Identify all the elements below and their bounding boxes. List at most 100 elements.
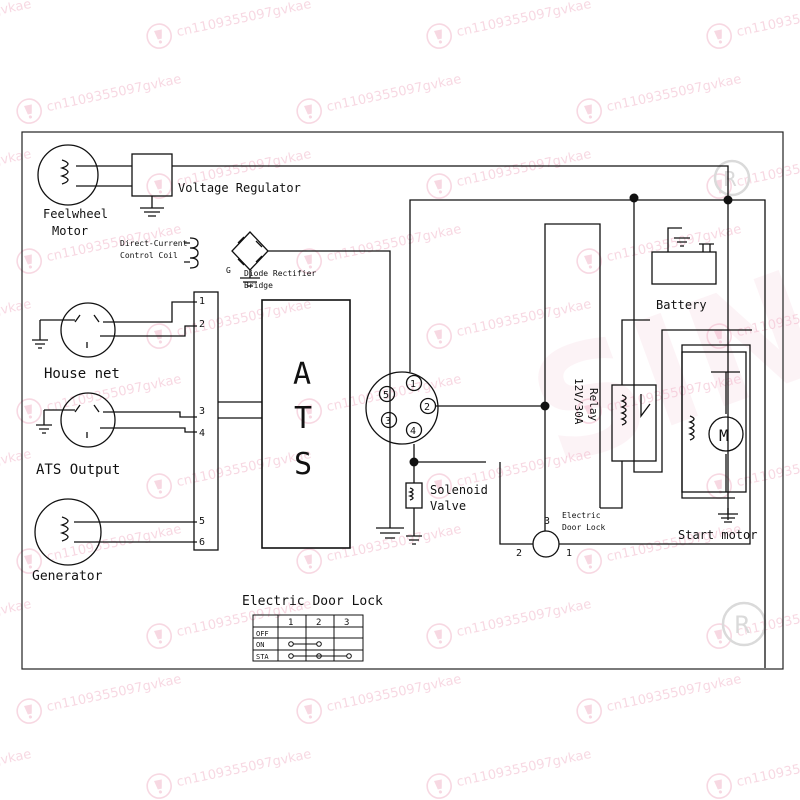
- watermark-item: cn1109355097gvkae: [0, 747, 33, 790]
- watermark-badge-icon: [704, 621, 735, 652]
- battery-symbol: [651, 227, 717, 285]
- watermark-item: cn1109355097gvkae: [14, 672, 183, 727]
- watermark-item: cn1109355097gvkae: [294, 222, 463, 277]
- lock-table-row: STA: [256, 653, 269, 661]
- start-motor-symbol: [681, 351, 747, 523]
- watermark-item: cn1109355097gvkae: [14, 522, 183, 577]
- watermark-text: cn1109355097gvkae: [455, 147, 592, 190]
- solenoid-valve-symbol: [405, 482, 423, 509]
- watermark-text: cn1109355097gvkae: [45, 522, 182, 565]
- ats-letter-a: A: [293, 357, 311, 392]
- ats-output-outlet-symbol: [60, 392, 116, 448]
- watermark-badge-icon: [424, 171, 455, 202]
- watermark-text: cn1109355097gvkae: [45, 672, 182, 715]
- electric-door-lock-symbol: [532, 530, 560, 558]
- watermark-text: cn1109355097gvkae: [0, 297, 33, 340]
- connector-pin-number: 3: [385, 416, 391, 427]
- diagram-frame: [21, 131, 784, 670]
- watermark-item: cn1109355097gvkae: [0, 447, 33, 490]
- dc-control-coil-label-2: Control Coil: [120, 251, 178, 260]
- watermark-badge-icon: [424, 321, 455, 352]
- watermark-text: cn1109355097gvkae: [0, 747, 33, 790]
- door-lock-pin-number: 2: [516, 548, 522, 559]
- diode-rectifier-bridge-symbol: [231, 231, 269, 271]
- watermark-badge-icon: [574, 546, 605, 577]
- watermark-item: cn1109355097gvkae: [294, 672, 463, 727]
- lock-table: [252, 614, 364, 662]
- watermark-item: cn1109355097gvkae: [704, 0, 800, 52]
- watermark-badge-icon: [704, 471, 735, 502]
- watermark-item: cn1109355097gvkae: [294, 72, 463, 127]
- watermark-text: cn1109355097gvkae: [455, 597, 592, 640]
- watermark-text: cn1109355097gvkae: [0, 597, 33, 640]
- lock-table-column: 3: [344, 618, 349, 628]
- watermark-text: cn1109355097gvkae: [0, 0, 33, 40]
- watermark-item: cn1109355097gvkae: [144, 0, 313, 52]
- watermark-badge-icon: [424, 771, 455, 800]
- watermark-badge-icon: [144, 771, 175, 800]
- watermark-badge-icon: [14, 246, 45, 277]
- lock-table-title: Electric Door Lock: [242, 594, 383, 609]
- ats-output-label: ATS Output: [36, 462, 120, 478]
- generator-symbol: [34, 498, 102, 566]
- ats-unit: [261, 299, 351, 549]
- watermark-text: cn1109355097gvkae: [175, 0, 312, 40]
- watermark-badge-icon: [14, 396, 45, 427]
- connector-pin-number: 2: [424, 402, 430, 413]
- watermark-item: cn1109355097gvkae: [0, 147, 33, 190]
- lock-table-column: 1: [288, 618, 293, 628]
- watermark-item: cn1109355097gvkae: [0, 597, 33, 640]
- watermark-text: cn1109355097gvkae: [0, 147, 33, 190]
- watermark-item: cn1109355097gvkae: [0, 297, 33, 340]
- watermark-text: cn1109355097gvkae: [325, 222, 462, 265]
- watermark-text: cn1109355097gvkae: [45, 72, 182, 115]
- watermark-text: cn1109355097gvkae: [605, 72, 742, 115]
- watermark-item: cn1109355097gvkae: [294, 522, 463, 577]
- watermark-text: cn1109355097gvkae: [455, 747, 592, 790]
- svg-text:R: R: [734, 611, 751, 639]
- watermark-item: cn1109355097gvkae: [14, 72, 183, 127]
- watermark-item: cn1109355097gvkae: [0, 0, 33, 40]
- watermark-badge-icon: [144, 621, 175, 652]
- voltage-regulator-symbol: [131, 153, 173, 217]
- watermark-badge-icon: [424, 621, 455, 652]
- watermark-badge-icon: [704, 771, 735, 800]
- watermark-item: cn1109355097gvkae: [424, 147, 593, 202]
- terminal-number: 4: [199, 428, 205, 439]
- connector-pin-number: 5: [383, 390, 389, 401]
- generator-label: Generator: [32, 569, 103, 584]
- watermark-text: cn1109355097gvkae: [605, 672, 742, 715]
- solenoid-valve-label-2: Valve: [430, 499, 466, 513]
- lock-table-contacts: [288, 641, 352, 659]
- terminal-number: 2: [199, 319, 205, 330]
- watermark-badge-icon: [704, 21, 735, 52]
- door-lock-pin-number: 1: [566, 548, 572, 559]
- relay-label-1: Relay: [587, 388, 600, 421]
- registered-mark-icon: R: [713, 159, 751, 197]
- watermark-item: cn1109355097gvkae: [144, 447, 313, 502]
- watermark-text: cn1109355097gvkae: [175, 747, 312, 790]
- voltage-regulator-label: Voltage Regulator: [178, 181, 301, 195]
- diode-ground-mark: G: [226, 266, 231, 275]
- dc-control-coil-label-1: Direct-Current: [120, 239, 188, 248]
- electric-door-lock-label-1: Electric: [562, 511, 601, 520]
- house-net-outlet-symbol: [60, 302, 116, 358]
- ats-letter-s: S: [294, 447, 312, 482]
- connector-pin-number: 1: [410, 379, 416, 390]
- watermark-item: cn1109355097gvkae: [704, 747, 800, 800]
- ats-letter-t: T: [294, 401, 312, 436]
- watermark-badge-icon: [14, 96, 45, 127]
- watermark-item: cn1109355097gvkae: [424, 0, 593, 52]
- junction-dots: [409, 193, 733, 467]
- watermark-badge-icon: [14, 696, 45, 727]
- watermark-item: cn1109355097gvkae: [424, 747, 593, 800]
- watermark-badge-icon: [144, 471, 175, 502]
- lock-table-column: 2: [316, 618, 321, 628]
- watermark-badge-icon: [574, 696, 605, 727]
- motor-symbol-label: M: [719, 426, 729, 445]
- watermark-text: cn1109355097gvkae: [325, 672, 462, 715]
- watermark-item: cn1109355097gvkae: [574, 72, 743, 127]
- watermark-text: cn1109355097gvkae: [455, 0, 592, 40]
- dc-control-coil-symbol: [184, 237, 199, 269]
